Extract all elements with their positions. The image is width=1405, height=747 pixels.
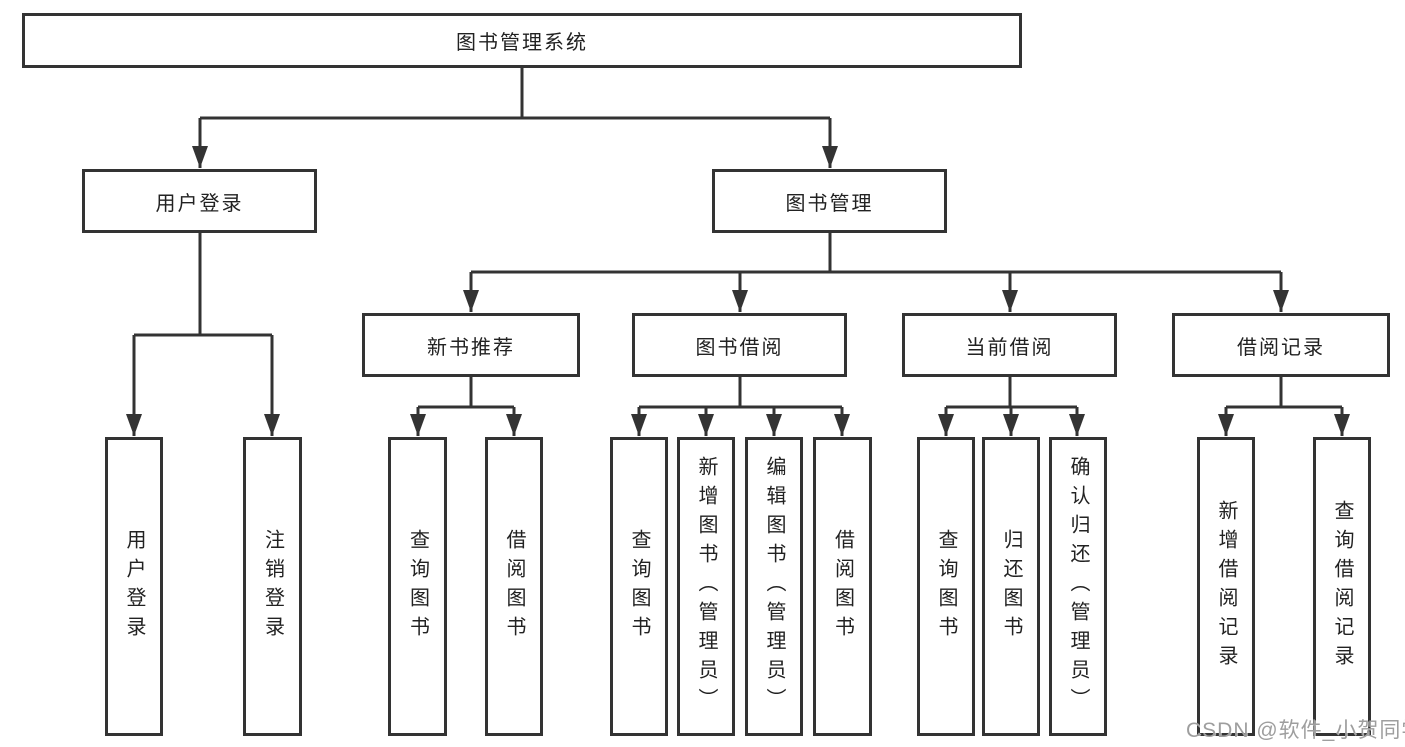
leaf-query-books-recommend: 查询图书 xyxy=(388,437,447,736)
node-new-book-recommend-label: 新书推荐 xyxy=(427,336,515,359)
node-borrow-records: 借阅记录 xyxy=(1172,313,1390,377)
leaf-add-borrow-record-label: 新增借阅记录 xyxy=(1215,499,1237,674)
leaf-edit-book-admin-label: 编辑图书（管理员） xyxy=(763,456,785,717)
leaf-logout-label: 注销登录 xyxy=(261,528,284,645)
leaf-query-books-recommend-label: 查询图书 xyxy=(406,528,429,645)
leaf-borrow-books-recommend-label: 借阅图书 xyxy=(503,528,525,645)
leaf-logout: 注销登录 xyxy=(243,437,302,736)
leaf-query-books-current-label: 查询图书 xyxy=(935,528,957,645)
leaf-user-login-label: 用户登录 xyxy=(123,528,145,645)
node-book-borrow: 图书借阅 xyxy=(632,313,847,377)
leaf-query-borrow-record-label: 查询借阅记录 xyxy=(1331,499,1353,674)
leaf-query-books-current: 查询图书 xyxy=(917,437,975,736)
leaf-add-book-admin-label: 新增图书（管理员） xyxy=(695,456,717,717)
leaf-user-login: 用户登录 xyxy=(105,437,163,736)
node-user-login-branch-label: 用户登录 xyxy=(155,192,244,215)
node-new-book-recommend: 新书推荐 xyxy=(362,313,580,377)
node-book-management-branch: 图书管理 xyxy=(712,169,947,233)
node-root-system: 图书管理系统 xyxy=(22,13,1022,68)
node-root-system-label: 图书管理系统 xyxy=(456,32,588,54)
node-book-management-branch-label: 图书管理 xyxy=(785,192,874,215)
leaf-add-book-admin: 新增图书（管理员） xyxy=(677,437,735,736)
leaf-borrow-books-recommend: 借阅图书 xyxy=(485,437,543,736)
leaf-confirm-return-admin-label: 确认归还（管理员） xyxy=(1067,456,1089,717)
leaf-confirm-return-admin: 确认归还（管理员） xyxy=(1049,437,1107,736)
node-current-borrow-label: 当前借阅 xyxy=(965,336,1054,359)
leaf-return-book: 归还图书 xyxy=(982,437,1040,736)
leaf-edit-book-admin: 编辑图书（管理员） xyxy=(745,437,803,736)
leaf-borrow-books-borrow-label: 借阅图书 xyxy=(831,528,854,645)
leaf-query-borrow-record: 查询借阅记录 xyxy=(1313,437,1371,736)
csdn-watermark: CSDN @软件_小贺同学 xyxy=(1186,719,1405,742)
leaf-borrow-books-borrow: 借阅图书 xyxy=(813,437,872,736)
node-borrow-records-label: 借阅记录 xyxy=(1237,336,1325,359)
leaf-add-borrow-record: 新增借阅记录 xyxy=(1197,437,1255,736)
node-book-borrow-label: 图书借阅 xyxy=(695,336,784,359)
node-current-borrow: 当前借阅 xyxy=(902,313,1117,377)
leaf-query-books-borrow: 查询图书 xyxy=(610,437,668,736)
leaf-return-book-label: 归还图书 xyxy=(1000,528,1022,645)
node-user-login-branch: 用户登录 xyxy=(82,169,317,233)
leaf-query-books-borrow-label: 查询图书 xyxy=(628,528,650,645)
